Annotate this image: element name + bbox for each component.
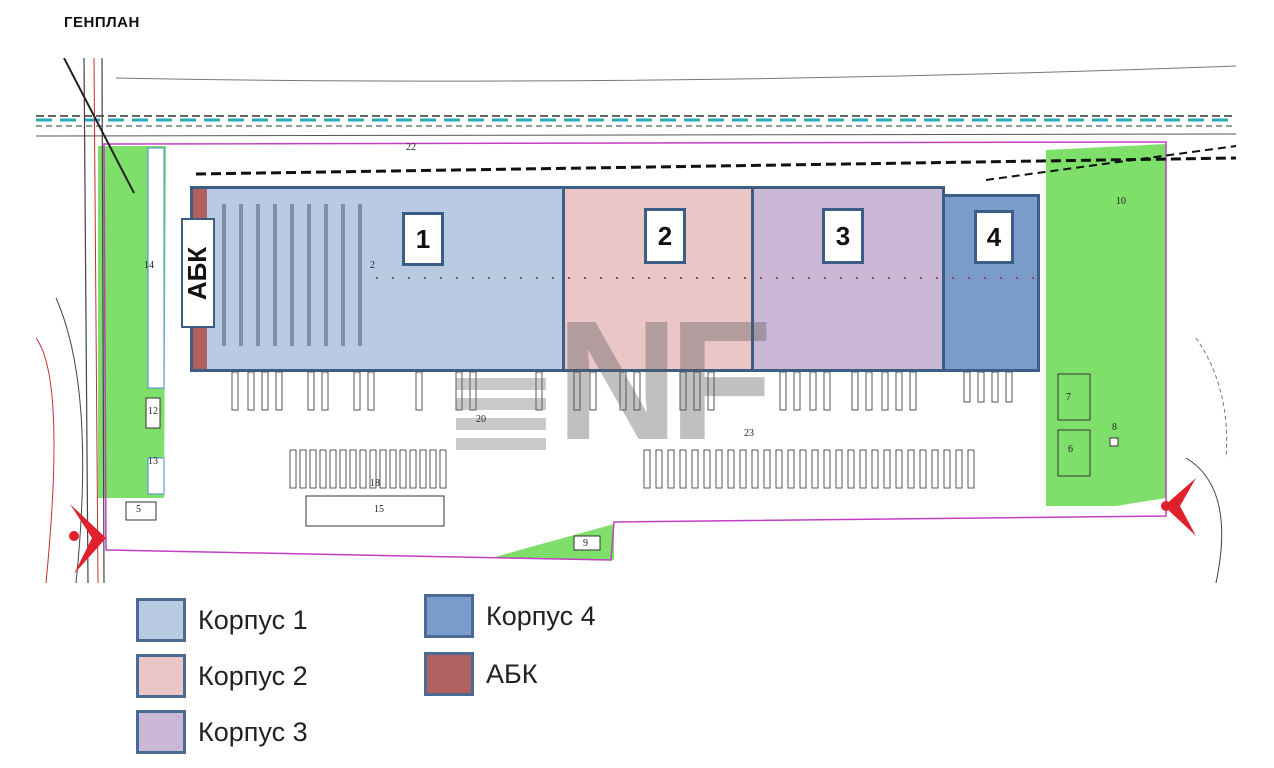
legend-label: Корпус 2 (198, 660, 308, 691)
label-12: 12 (148, 406, 158, 417)
legend-label: Корпус 3 (198, 716, 308, 747)
abk-label-text: АБК (182, 246, 213, 300)
site-boundary (103, 141, 1167, 561)
label-22: 22 (406, 142, 416, 153)
label-15: 15 (374, 504, 384, 515)
label-13: 13 (148, 456, 158, 467)
building-3-number: 3 (822, 208, 864, 264)
green-zone-right (1046, 144, 1166, 506)
abk-label: АБК (181, 218, 215, 328)
truck-docks (231, 371, 1013, 411)
site-plan: 1 2 3 4 АБК 22 2 14 10 12 13 5 20 23 18 … (36, 58, 1236, 583)
structure-12 (145, 397, 161, 429)
legend-item-building-4: Корпус 4 (424, 594, 596, 638)
structure-5 (125, 501, 157, 521)
structure-9 (573, 535, 601, 551)
legend-item-abk: АБК (424, 652, 537, 696)
structure-15 (305, 495, 445, 527)
label-20: 20 (476, 414, 486, 425)
legend-swatch-building-4 (424, 594, 474, 638)
legend-swatch-building-3 (136, 710, 186, 754)
green-zone-bottom (491, 524, 614, 560)
label-2: 2 (370, 260, 375, 271)
parking-14 (147, 147, 165, 389)
label-9: 9 (583, 538, 588, 549)
label-7: 7 (1066, 392, 1071, 403)
racks (222, 204, 1036, 346)
building-4-number: 4 (974, 210, 1014, 264)
structure-8 (1109, 437, 1119, 447)
label-18: 18 (370, 478, 380, 489)
label-14: 14 (144, 260, 154, 271)
legend-label: Корпус 1 (198, 604, 308, 635)
legend-swatch-abk (424, 652, 474, 696)
legend-label: Корпус 4 (486, 600, 596, 631)
label-10: 10 (1116, 196, 1126, 207)
label-5: 5 (136, 504, 141, 515)
label-23: 23 (744, 428, 754, 439)
page-title: ГЕНПЛАН (64, 14, 140, 31)
legend-item-building-3: Корпус 3 (136, 710, 308, 754)
watermark-text: NF (556, 286, 773, 476)
legend-item-building-2: Корпус 2 (136, 654, 308, 698)
legend-swatch-building-1 (136, 598, 186, 642)
legend-label: АБК (486, 658, 538, 689)
structure-7 (1057, 373, 1091, 421)
entrance-marker-left (70, 504, 106, 574)
structure-6 (1057, 429, 1091, 477)
label-8: 8 (1112, 422, 1117, 433)
entrance-marker-right (1164, 478, 1196, 536)
legend-swatch-building-2 (136, 654, 186, 698)
building-2-number: 2 (644, 208, 686, 264)
parking-rows (289, 449, 975, 489)
legend-item-building-1: Корпус 1 (136, 598, 308, 642)
building-1-number: 1 (402, 212, 444, 266)
label-6: 6 (1068, 444, 1073, 455)
